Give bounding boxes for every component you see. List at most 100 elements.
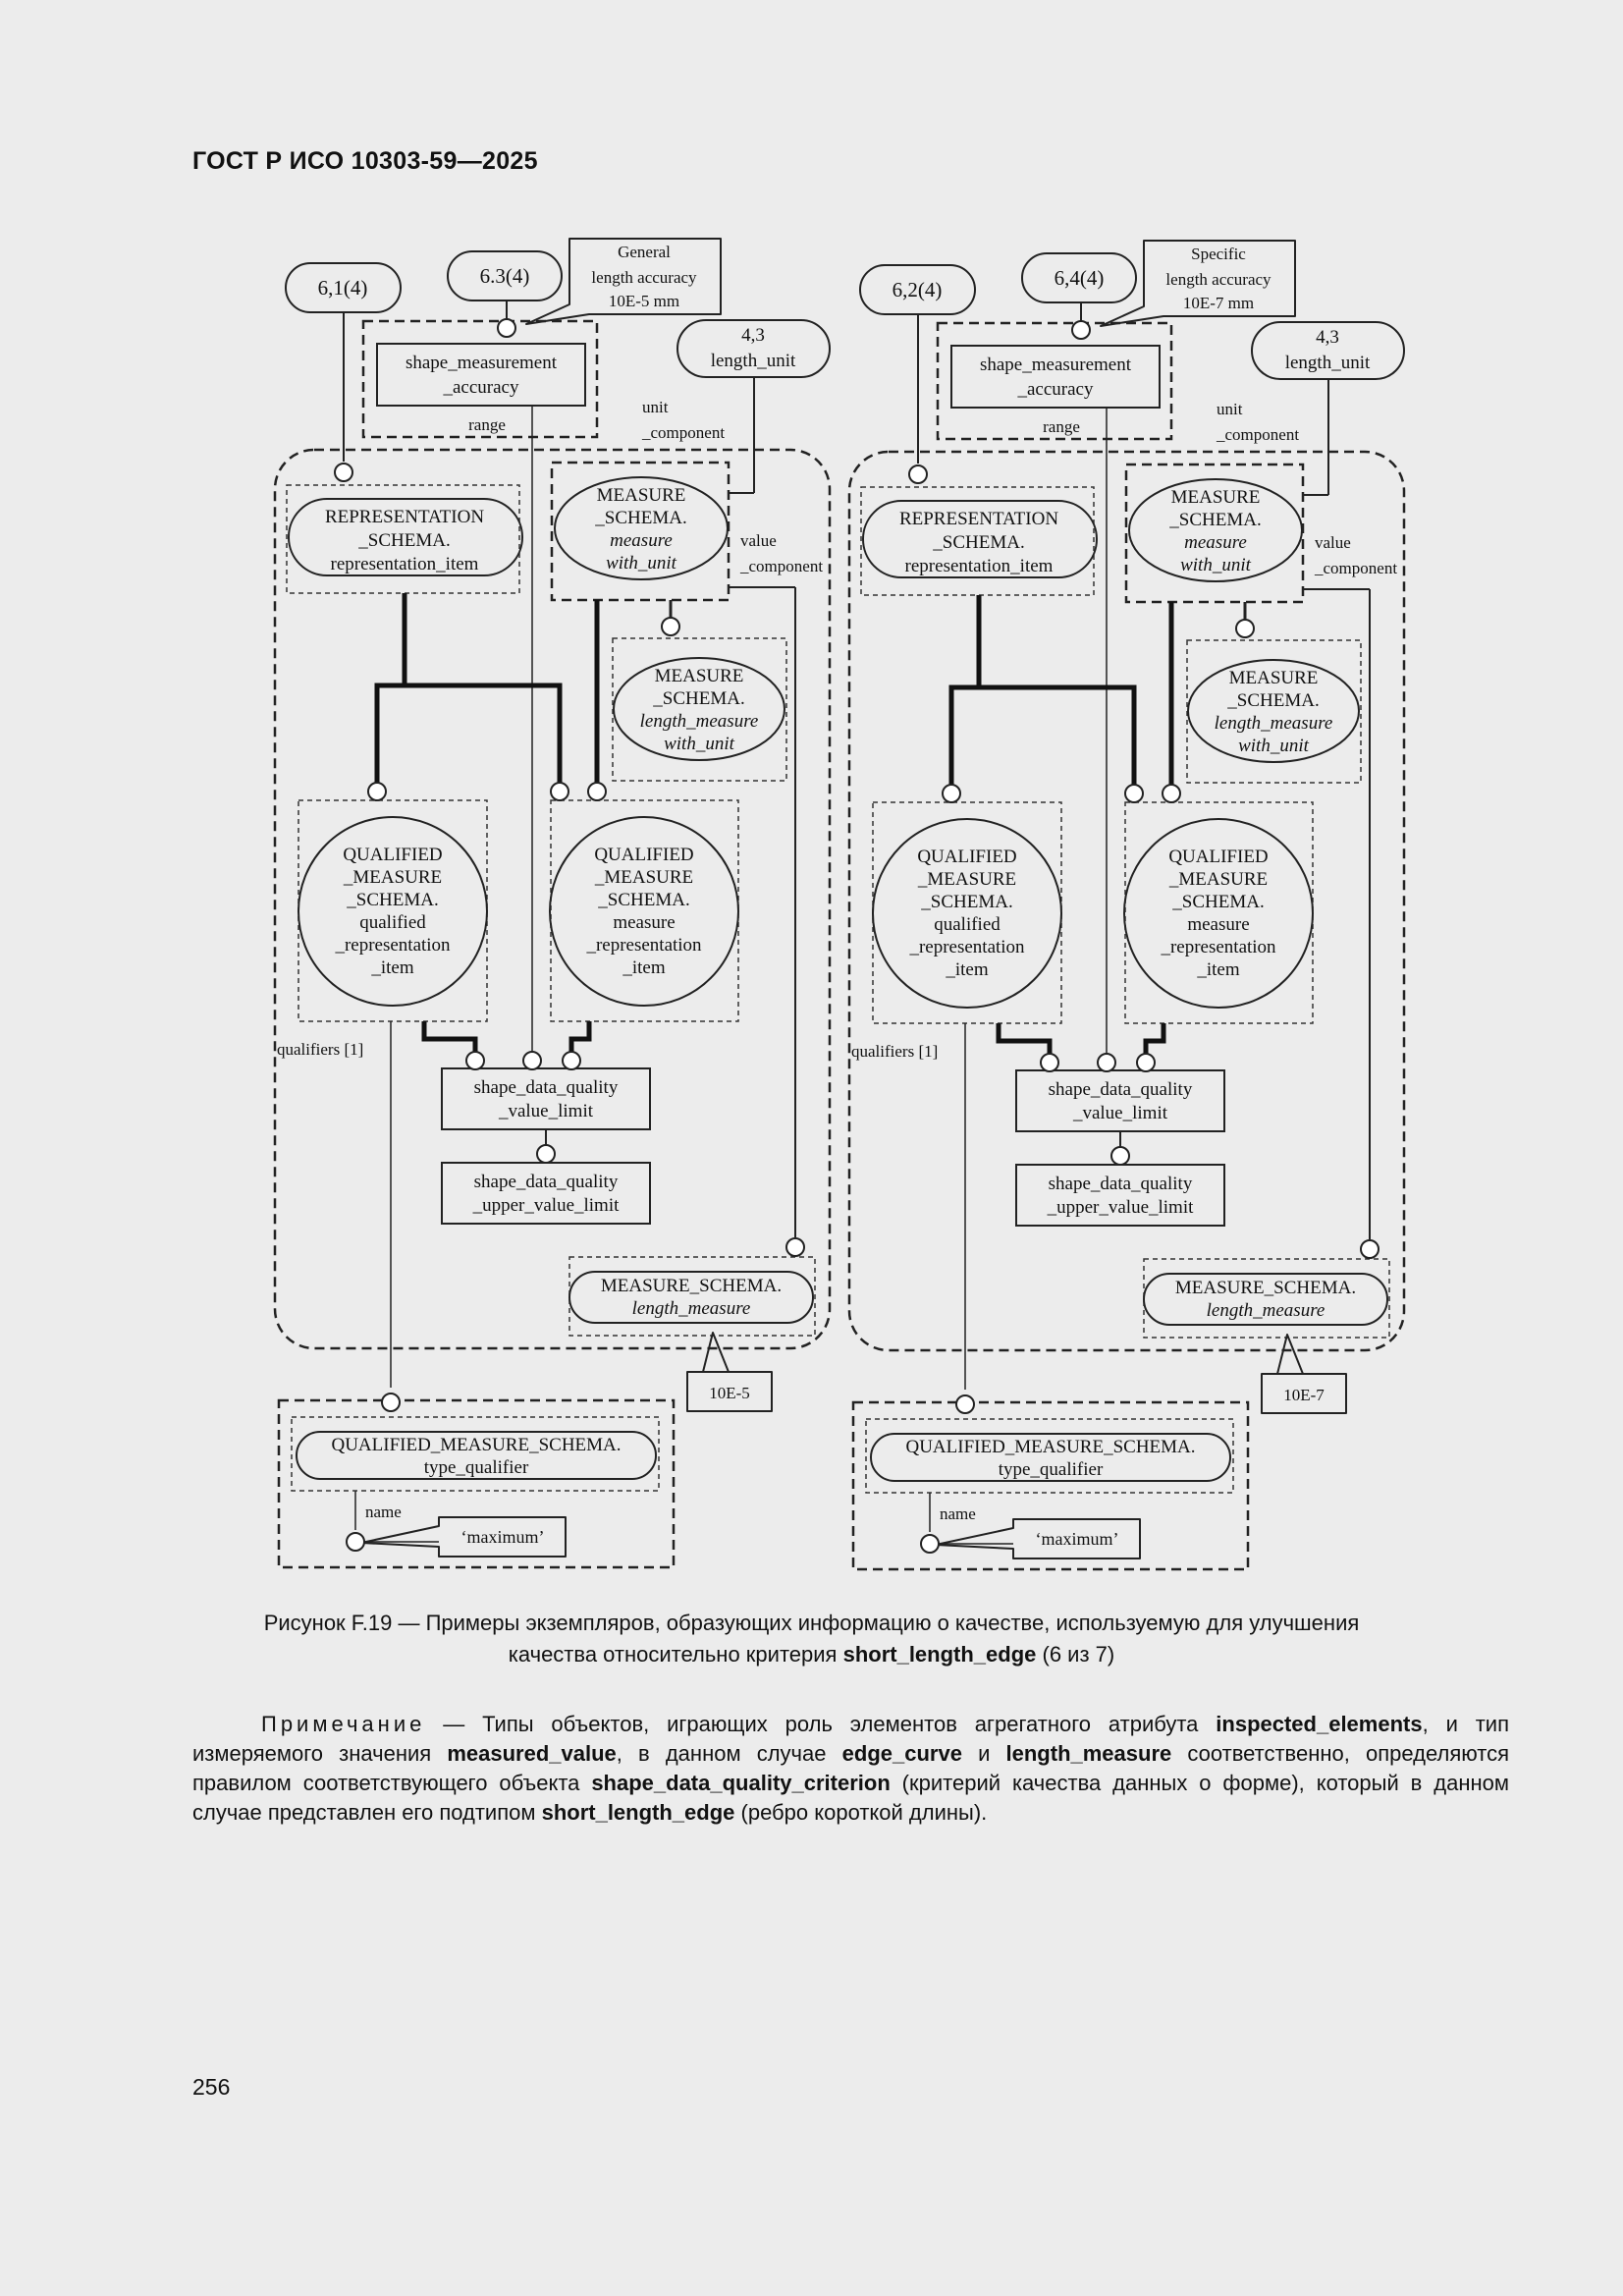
accuracy-note-1: General (618, 243, 671, 261)
rep-item-3: representation_item (905, 556, 1054, 576)
accuracy-note-3: 10E-5 mm (609, 292, 679, 310)
caption-line-1: Рисунок F.19 — Примеры экземпляров, обра… (263, 1611, 1360, 1635)
uvlimit-1: shape_data_quality (474, 1172, 619, 1192)
qri-4: qualified (359, 912, 426, 933)
mwu-2: _SCHEMA. (1168, 510, 1261, 530)
ref-accuracy: 6,4(4) (1055, 266, 1105, 290)
mri-6: _item (1196, 959, 1239, 980)
qri-1: QUALIFIED (343, 845, 442, 865)
ref-accuracy: 6.3(4) (480, 264, 530, 288)
name-label: name (365, 1503, 402, 1521)
value-note: 10E-7 (1283, 1386, 1325, 1404)
mri-4: measure (613, 912, 675, 933)
qri-6: _item (370, 957, 413, 978)
vlimit-2: _value_limit (498, 1101, 594, 1121)
right-panel-text: 6,2(4) 6,4(4) Specific length accuracy 1… (851, 245, 1397, 1549)
value-label: value (1315, 533, 1351, 552)
qri-2: _MEASURE (917, 869, 1016, 890)
qri-5: _representation (334, 935, 451, 956)
rep-item-2: _SCHEMA. (357, 530, 450, 551)
mri-2: _MEASURE (594, 867, 693, 888)
vlimit-1: shape_data_quality (1049, 1079, 1193, 1100)
lmwu-4: with_unit (664, 734, 735, 754)
qri-1: QUALIFIED (917, 847, 1016, 867)
rep-item-1: REPRESENTATION (325, 507, 484, 527)
uvlimit-2: _upper_value_limit (1047, 1197, 1195, 1218)
mwu-3: measure (610, 530, 673, 551)
mri-4: measure (1187, 914, 1249, 935)
lmwu-2: _SCHEMA. (652, 688, 744, 709)
qualifiers-label: qualifiers [1] (277, 1040, 363, 1059)
ref-unit-num: 4,3 (741, 325, 765, 346)
ref-unit-num: 4,3 (1316, 327, 1339, 348)
range-label: range (468, 415, 506, 434)
uvlimit-1: shape_data_quality (1049, 1174, 1193, 1194)
maximum-value: ‘maximum’ (1036, 1529, 1119, 1549)
ref-representation: 6,2(4) (893, 278, 943, 301)
left-panel-text: 6,1(4) 6.3(4) General length accuracy 10… (277, 243, 823, 1547)
vlimit-2: _value_limit (1072, 1103, 1168, 1123)
mri-1: QUALIFIED (594, 845, 693, 865)
instance-diagram: 6,1(4) 6.3(4) General length accuracy 10… (0, 0, 1623, 1591)
qri-6: _item (945, 959, 988, 980)
accuracy-entity-2: _accuracy (1017, 379, 1094, 400)
unit-component-label: _component (1216, 425, 1299, 444)
tq-2: type_qualifier (999, 1459, 1104, 1480)
rep-item-3: representation_item (331, 554, 479, 574)
qri-3: _SCHEMA. (920, 892, 1012, 912)
tq-1: QUALIFIED_MEASURE_SCHEMA. (331, 1435, 621, 1455)
value-note: 10E-5 (709, 1384, 750, 1402)
document-header: ГОСТ Р ИСО 10303-59—2025 (192, 147, 538, 175)
lm-2: length_measure (632, 1298, 751, 1319)
lmwu-2: _SCHEMA. (1226, 690, 1319, 711)
qualifiers-label: qualifiers [1] (851, 1042, 938, 1061)
rep-item-2: _SCHEMA. (932, 532, 1024, 553)
mwu-1: MEASURE (1171, 487, 1261, 508)
unit-label: unit (642, 398, 669, 416)
lmwu-3: length_measure (640, 711, 759, 732)
mri-6: _item (622, 957, 665, 978)
accuracy-note-2: length accuracy (591, 268, 697, 287)
mwu-2: _SCHEMA. (594, 508, 686, 528)
accuracy-entity-1: shape_measurement (980, 355, 1132, 375)
mri-3: _SCHEMA. (597, 890, 689, 910)
lmwu-4: with_unit (1238, 736, 1310, 756)
mri-2: _MEASURE (1168, 869, 1268, 890)
qri-3: _SCHEMA. (346, 890, 438, 910)
caption-line-2: качества относительно критерия short_len… (508, 1642, 1115, 1667)
range-label: range (1043, 417, 1080, 436)
value-component-label: _component (1314, 559, 1397, 577)
tq-1: QUALIFIED_MEASURE_SCHEMA. (905, 1437, 1195, 1457)
accuracy-entity-2: _accuracy (443, 377, 519, 398)
ref-unit-name: length_unit (711, 351, 796, 371)
note-label: Примечание (261, 1712, 426, 1736)
accuracy-note-2: length accuracy (1165, 270, 1271, 289)
lm-1: MEASURE_SCHEMA. (1175, 1278, 1356, 1298)
rep-item-1: REPRESENTATION (899, 509, 1058, 529)
lm-2: length_measure (1207, 1300, 1325, 1321)
vlimit-1: shape_data_quality (474, 1077, 619, 1098)
ref-representation: 6,1(4) (318, 276, 368, 300)
mwu-3: measure (1184, 532, 1247, 553)
mri-3: _SCHEMA. (1171, 892, 1264, 912)
mwu-4: with_unit (606, 553, 677, 574)
lmwu-1: MEASURE (1229, 668, 1319, 688)
note-paragraph: Примечание — Типы объектов, играющих рол… (192, 1712, 1510, 1825)
lmwu-1: MEASURE (655, 666, 744, 686)
tq-2: type_qualifier (424, 1457, 529, 1478)
name-label: name (940, 1504, 976, 1523)
ref-unit-name: length_unit (1285, 353, 1371, 373)
unit-component-label: _component (641, 423, 725, 442)
mri-1: QUALIFIED (1168, 847, 1268, 867)
page-number: 256 (192, 2074, 231, 2100)
value-label: value (740, 531, 777, 550)
figure-caption: Рисунок F.19 — Примеры экземпляров, обра… (196, 1608, 1427, 1670)
qri-4: qualified (934, 914, 1001, 935)
mri-5: _representation (1160, 937, 1276, 957)
mri-5: _representation (585, 935, 702, 956)
mwu-1: MEASURE (597, 485, 686, 506)
maximum-value: ‘maximum’ (461, 1527, 545, 1547)
lmwu-3: length_measure (1215, 713, 1333, 734)
accuracy-note-1: Specific (1191, 245, 1246, 263)
qri-5: _representation (908, 937, 1025, 957)
